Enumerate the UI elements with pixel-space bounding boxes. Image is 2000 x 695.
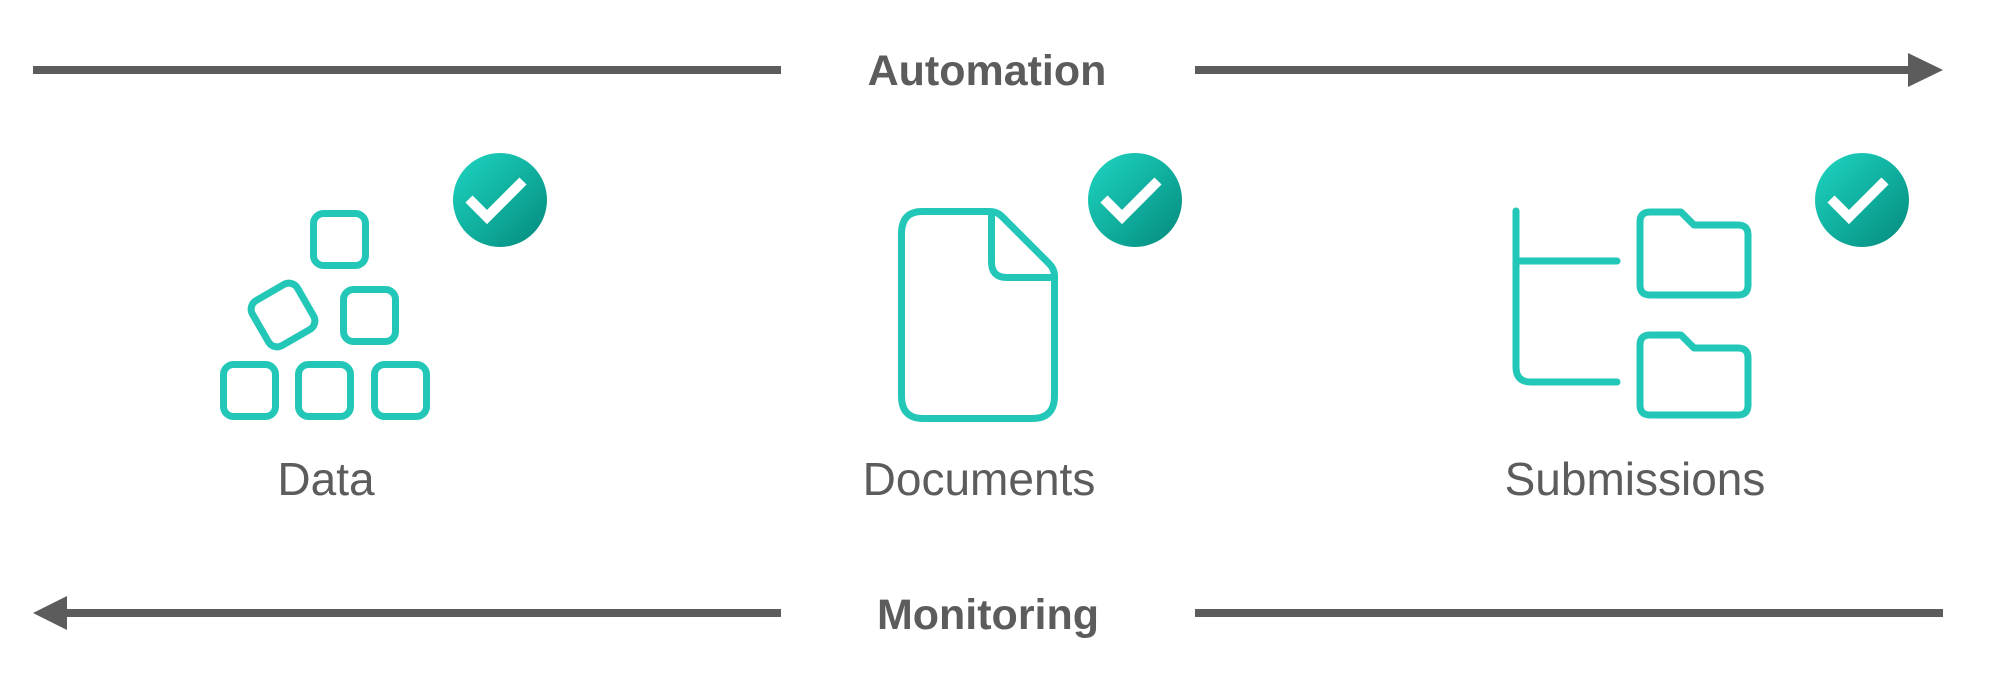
- document-icon: [898, 208, 1058, 422]
- stage-label-data: Data: [277, 453, 375, 505]
- monitoring-arrow: [33, 596, 1943, 630]
- check-badge-data: [453, 153, 547, 247]
- stage-label-documents: Documents: [862, 453, 1096, 505]
- automation-arrow: [33, 53, 1943, 87]
- monitoring-label: Monitoring: [876, 591, 1100, 639]
- folder-tree-icon: [1512, 207, 1752, 419]
- automation-line-right: [1195, 66, 1910, 74]
- arrow-right-icon: [1908, 53, 1943, 87]
- monitoring-line-right: [1195, 609, 1943, 617]
- check-icon: [1100, 177, 1162, 225]
- check-badge-documents: [1088, 153, 1182, 247]
- stage-label-submissions: Submissions: [1504, 453, 1766, 505]
- blocks-icon: [220, 210, 430, 420]
- monitoring-line-left: [65, 609, 781, 617]
- check-icon: [465, 177, 527, 225]
- arrow-left-icon: [33, 596, 67, 630]
- check-icon: [1827, 177, 1889, 225]
- check-badge-submissions: [1815, 153, 1909, 247]
- automation-label: Automation: [867, 47, 1107, 95]
- automation-line-left: [33, 66, 781, 74]
